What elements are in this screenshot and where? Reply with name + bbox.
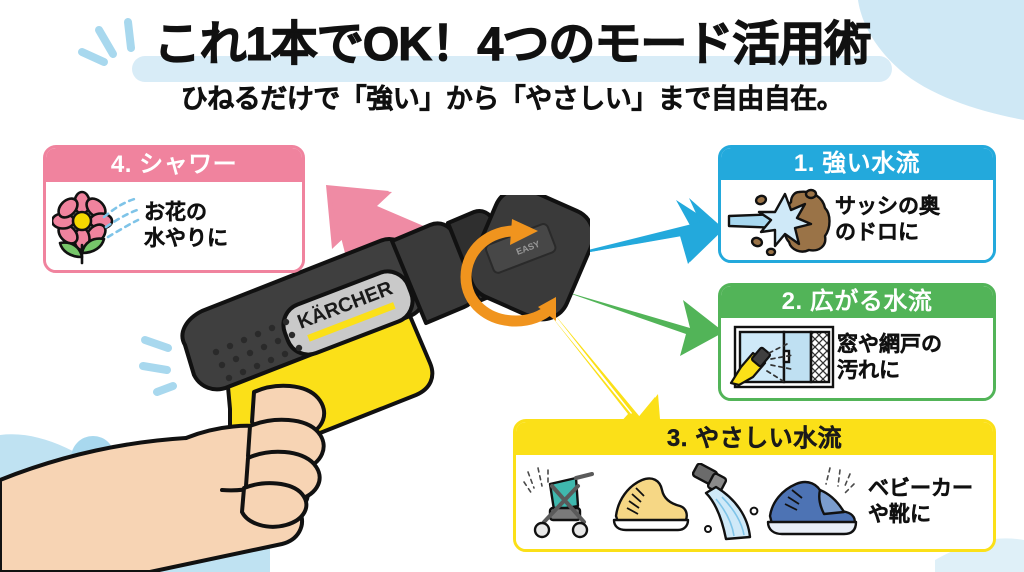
header-block: これ1本でOK！4つのモード活用術 ひねるだけで「強い」から「やさしい」まで自由… — [0, 17, 1024, 116]
card-wide-body: 窓や網戸の 汚れに — [721, 318, 993, 398]
water-spray-lines — [102, 196, 142, 239]
card-strong-body: サッシの奥 のドロに — [721, 180, 993, 260]
card-gentle-caption: ベビーカー や靴に — [868, 477, 973, 526]
card-shower-body: お花の 水やりに — [46, 182, 302, 270]
card-strong[interactable]: 1. 強い水流 — [718, 145, 996, 263]
card-gentle-header: 3. やさしい水流 — [516, 422, 993, 455]
card-wide[interactable]: 2. 広がる水流 — [718, 283, 996, 401]
stroller-icon — [522, 462, 604, 542]
hand-holding-gun — [0, 383, 327, 572]
title-highlight-bar — [132, 56, 892, 82]
yellow-shoe-icon — [606, 470, 690, 534]
flower-center — [71, 210, 93, 232]
card-strong-caption: サッシの奥 のドロに — [835, 195, 940, 244]
blue-sneaker-icon — [764, 464, 860, 540]
page-subtitle: ひねるだけで「強い」から「やさしい」まで自由自在。 — [180, 83, 845, 114]
water-stream-icon — [692, 463, 762, 541]
card-strong-header: 1. 強い水流 — [721, 148, 993, 180]
spray-lines — [523, 467, 549, 495]
card-shower-header: 4. シャワー — [46, 148, 302, 182]
card-wide-caption: 窓や網戸の 汚れに — [837, 333, 942, 382]
page-title: これ1本でOK！4つのモード活用術 — [153, 17, 872, 70]
card-gentle-body: ベビーカー や靴に — [516, 455, 993, 549]
vent-dots — [212, 318, 303, 382]
card-wide-header: 2. 広がる水流 — [721, 286, 993, 318]
flower-watering-icon — [52, 187, 144, 265]
water-jet-dirt-icon — [727, 184, 835, 256]
spray-lines — [825, 467, 855, 495]
card-shower-caption: お花の 水やりに — [144, 201, 228, 250]
karcher-spray-gun-illustration: KÄRCHER EASY — [180, 195, 590, 517]
window-screen-spray-icon — [727, 323, 837, 393]
rotate-nozzle-arrow-icon — [460, 219, 556, 327]
card-shower[interactable]: 4. シャワー — [43, 145, 305, 273]
card-gentle[interactable]: 3. やさしい水流 — [513, 419, 996, 552]
